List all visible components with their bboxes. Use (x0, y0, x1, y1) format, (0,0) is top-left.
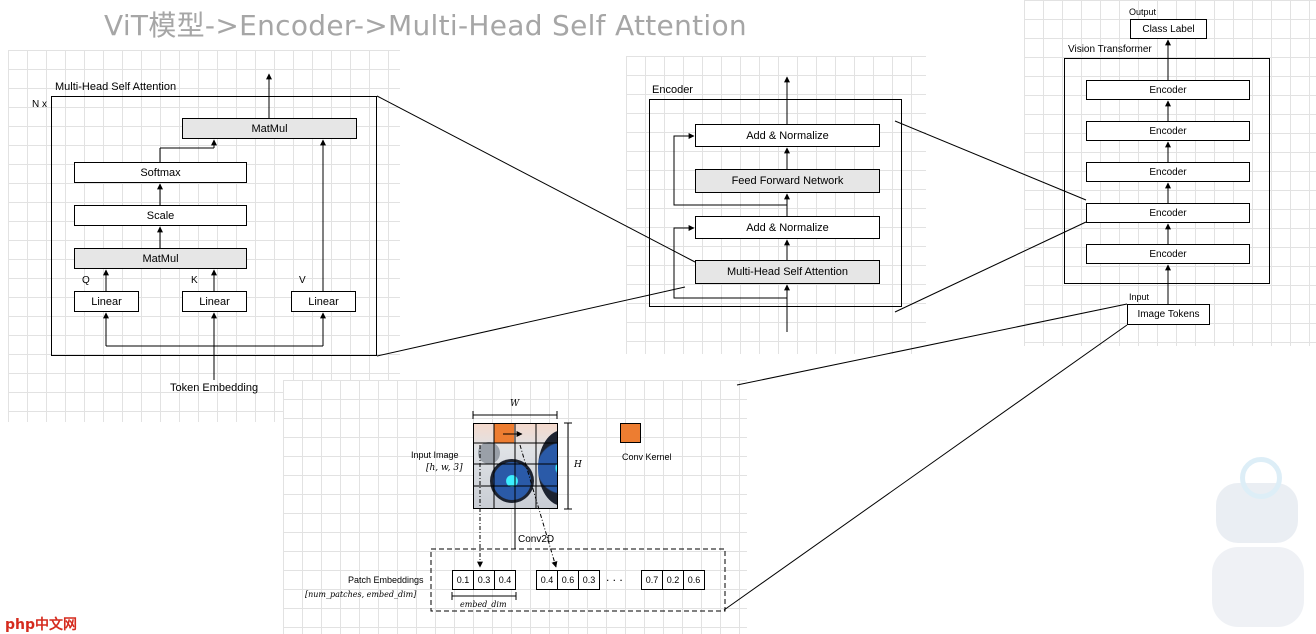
embed-cell: 0.4 (494, 570, 516, 590)
image-circle-right (538, 430, 557, 506)
conv-kernel-label: Conv Kernel (622, 452, 672, 462)
scale-box: Scale (74, 205, 247, 226)
linear-q-box: Linear (74, 291, 139, 312)
conv2d-label: Conv2D (518, 534, 555, 545)
patch-shape-label: [num_patches, embed_dim] (305, 590, 417, 599)
image-tokens-box: Image Tokens (1127, 304, 1210, 325)
robot-decoration (1200, 455, 1310, 630)
output-label: Output (1129, 7, 1157, 17)
watermark-logo: php中文网 (5, 617, 78, 633)
encoder-frame (649, 99, 902, 307)
embed-cell: 0.2 (662, 570, 684, 590)
token-embedding-label: Token Embedding (170, 382, 259, 394)
vit-encoder-1: Encoder (1086, 80, 1250, 100)
add-norm-bottom-box: Add & Normalize (695, 216, 880, 239)
input-shape-label: [h, w, 3] (426, 463, 463, 473)
class-label-box: Class Label (1130, 19, 1207, 39)
vit-encoder-3: Encoder (1086, 162, 1250, 182)
vit-frame (1064, 58, 1270, 284)
patch-panel (283, 380, 747, 634)
matmul-top-box: MatMul (182, 118, 357, 139)
matmul-box: MatMul (74, 248, 247, 269)
mhsa-repeat-label: N x (32, 99, 47, 110)
input-image-label: Input Image (411, 450, 459, 460)
add-norm-top-box: Add & Normalize (695, 124, 880, 147)
embed-dim-label: embed_dim (460, 600, 507, 609)
mhsa-panel (8, 50, 400, 422)
page-title: ViT模型->Encoder->Multi-Head Self Attentio… (104, 9, 747, 42)
patch-embeddings-label: Patch Embeddings (348, 575, 424, 585)
k-label: K (191, 275, 198, 286)
conv-kernel-square (620, 423, 641, 443)
input-label: Input (1129, 292, 1150, 302)
v-label: V (299, 275, 306, 286)
vit-encoder-2: Encoder (1086, 121, 1250, 141)
linear-k-box: Linear (182, 291, 247, 312)
vit-encoder-4: Encoder (1086, 203, 1250, 223)
q-label: Q (82, 275, 90, 286)
ellipsis: . . . (606, 570, 623, 584)
softmax-box: Softmax (74, 162, 247, 183)
encoder-frame-title: Encoder (652, 84, 693, 96)
mhsa-frame-title: Multi-Head Self Attention (55, 81, 177, 93)
embed-cell: 0.6 (683, 570, 705, 590)
linear-v-box: Linear (291, 291, 356, 312)
width-label: W (510, 399, 520, 409)
embed-cell: 0.7 (641, 570, 663, 590)
robot-body (1212, 547, 1304, 627)
encoder-mhsa-box: Multi-Head Self Attention (695, 260, 880, 284)
vit-frame-title: Vision Transformer (1068, 44, 1152, 55)
vit-encoder-5: Encoder (1086, 244, 1250, 264)
height-label: H (574, 460, 582, 470)
embed-cell: 0.3 (578, 570, 600, 590)
robot-eye (1240, 457, 1282, 499)
image-circle-left (490, 459, 534, 503)
ffn-box: Feed Forward Network (695, 169, 880, 193)
